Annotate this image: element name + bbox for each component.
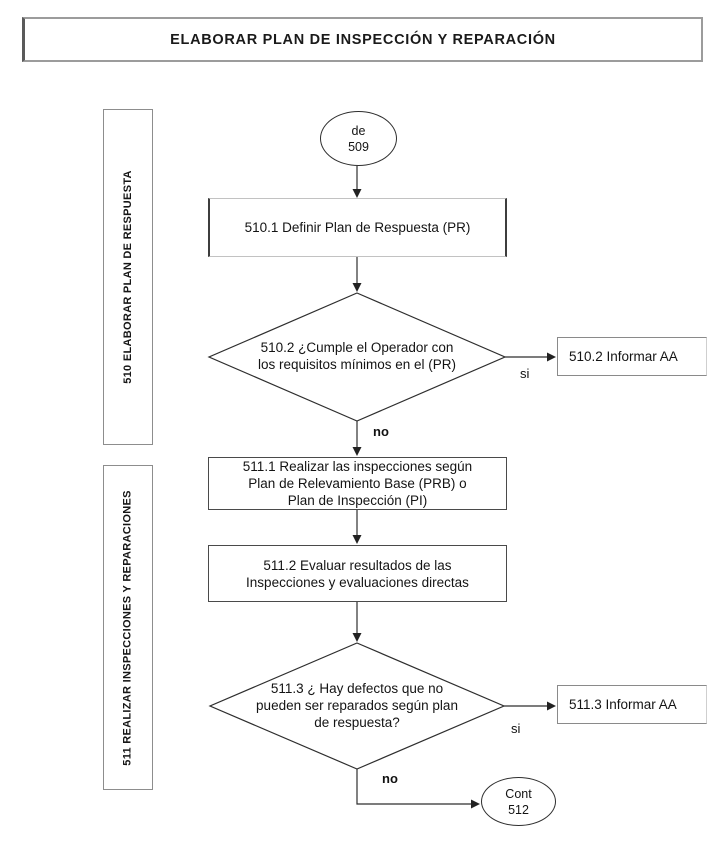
process-511-1: 511.1 Realizar las inspecciones según Pl… (208, 457, 507, 510)
edge-no-511-to-end (356, 769, 472, 805)
decision-511-3-label: 511.3 ¿ Hay defectos que no pueden ser r… (256, 681, 458, 730)
arrowhead-down-icon (352, 189, 362, 198)
arrowhead-down-icon (352, 283, 362, 292)
arrowhead-down-icon (352, 447, 362, 456)
decision-510-2-shape (207, 292, 507, 422)
decision-511-3-shape (208, 642, 506, 770)
start-terminator: de 509 (320, 111, 397, 166)
inform-511-3-label: 511.3 Informar AA (569, 697, 677, 712)
edge-label-si-510: si (520, 366, 530, 381)
page-title-box: ELABORAR PLAN DE INSPECCIÓN Y REPARACIÓN (22, 17, 703, 62)
process-510-1: 510.1 Definir Plan de Respuesta (PR) (208, 198, 507, 257)
start-terminator-label: de 509 (348, 123, 369, 154)
lane-511-band: 511 REALIZAR INSPECCIONES Y REPARACIONES (103, 465, 153, 790)
end-terminator-label: Cont 512 (505, 786, 532, 817)
inform-511-3-box: 511.3 Informar AA (557, 685, 707, 724)
end-terminator: Cont 512 (481, 777, 556, 826)
page-title: ELABORAR PLAN DE INSPECCIÓN Y REPARACIÓN (170, 31, 556, 48)
inform-510-2-label: 510.2 Informar AA (569, 349, 678, 364)
arrowhead-right-icon (547, 352, 556, 362)
decision-510-2-label: 510.2 ¿Cumple el Operador con los requis… (257, 340, 457, 372)
edge-label-no-510: no (373, 424, 389, 439)
inform-510-2-box: 510.2 Informar AA (557, 337, 707, 376)
edge-label-no-511: no (382, 771, 398, 786)
arrowhead-right-icon (471, 799, 480, 809)
arrowhead-down-icon (352, 633, 362, 642)
arrowhead-down-icon (352, 535, 362, 544)
process-511-2: 511.2 Evaluar resultados de las Inspecci… (208, 545, 507, 602)
process-511-2-label: 511.2 Evaluar resultados de las Inspecci… (246, 557, 469, 590)
lane-510-band: 510 ELABORAR PLAN DE RESPUESTA (103, 109, 153, 445)
arrowhead-right-icon (547, 701, 556, 711)
edge-label-si-511: si (511, 721, 521, 736)
process-510-1-label: 510.1 Definir Plan de Respuesta (PR) (244, 220, 471, 235)
process-511-1-label: 511.1 Realizar las inspecciones según Pl… (242, 459, 473, 508)
lane-511-label: 511 REALIZAR INSPECCIONES Y REPARACIONES (122, 489, 135, 766)
lane-510-label: 510 ELABORAR PLAN DE RESPUESTA (122, 170, 134, 384)
